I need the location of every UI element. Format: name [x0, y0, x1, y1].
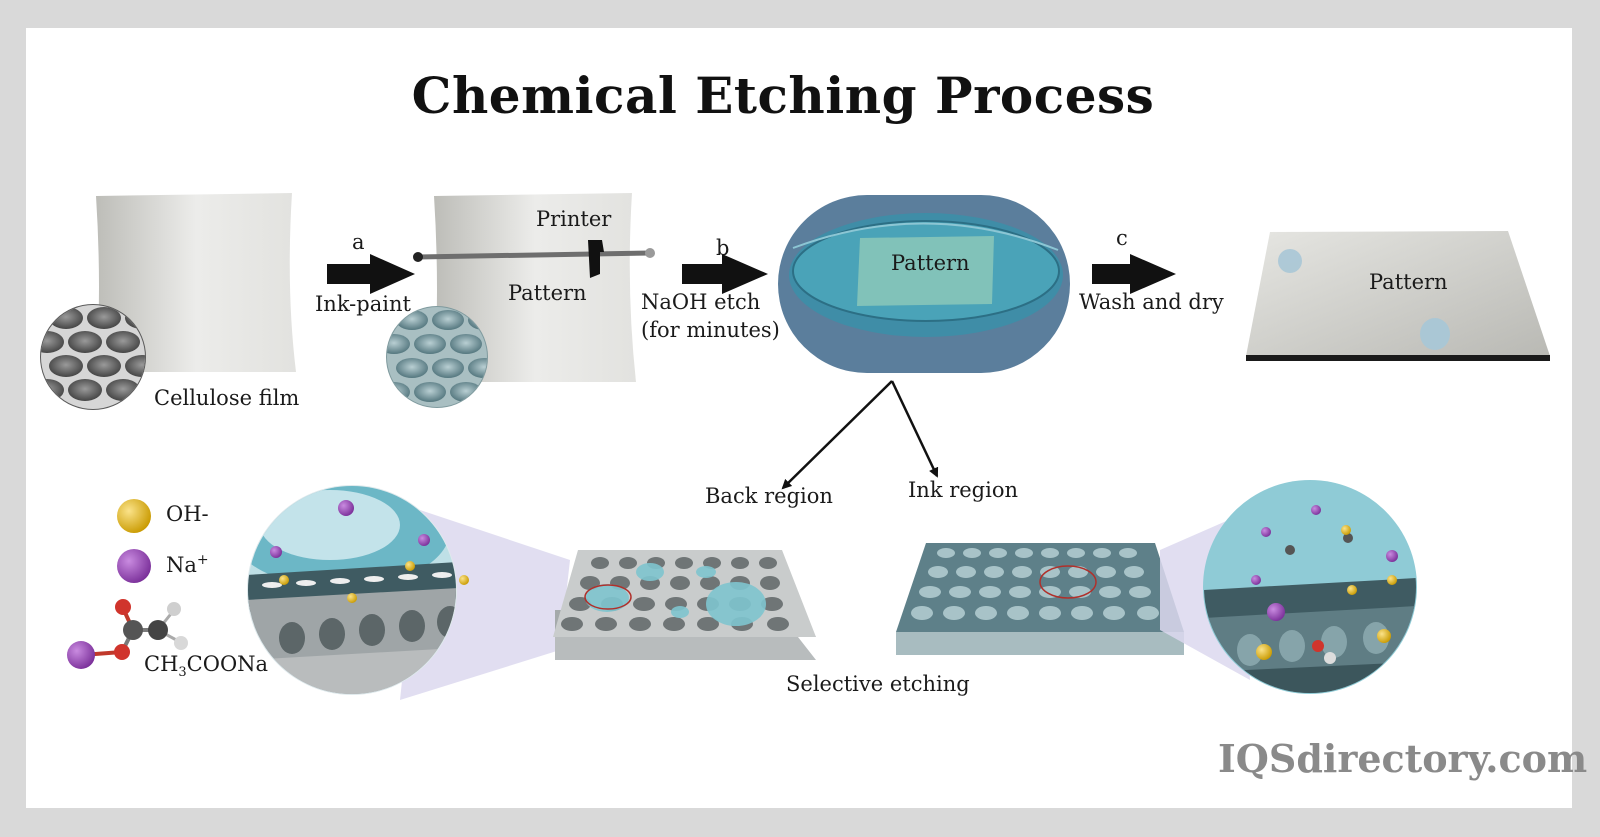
- printer-label: Printer: [536, 207, 612, 231]
- wash-dry-label: Wash and dry: [1079, 290, 1224, 314]
- step-c-letter: c: [1116, 226, 1128, 250]
- back-region-label: Back region: [705, 484, 833, 508]
- step-b-arrow: [682, 254, 768, 294]
- back-region-sample: [553, 550, 816, 660]
- oh-ion-icon: [117, 499, 151, 533]
- printer-head-icon: [588, 240, 604, 278]
- legend-na-charge: +: [196, 552, 209, 568]
- legend-acetate-ch: CH: [144, 652, 179, 676]
- legend-na-label: Na+: [166, 552, 209, 577]
- legend-na-text: Na: [166, 553, 197, 577]
- legend-oh-label: OH-: [166, 502, 209, 526]
- duration-label: (for minutes): [641, 318, 780, 342]
- dish-pattern-label: Pattern: [891, 251, 970, 275]
- final-patterned-film: [1246, 231, 1550, 361]
- cellulose-porous-zoom-icon: [40, 304, 146, 410]
- diagram-title: Chemical Etching Process: [411, 66, 1155, 125]
- step-c-arrow: [1092, 254, 1176, 294]
- step-a-letter: a: [352, 230, 365, 254]
- printed-film-sheet: [434, 193, 636, 382]
- cellulose-film-label: Cellulose film: [154, 386, 300, 410]
- branch-arrows: [781, 380, 939, 490]
- watermark-logo: IQSdirectory.com: [1218, 736, 1588, 781]
- printed-pattern-label: Pattern: [508, 281, 587, 305]
- ink-region-sample: [896, 543, 1184, 655]
- cellulose-film-sheet: [96, 193, 296, 372]
- step-b-letter: b: [716, 236, 730, 260]
- legend-acetate-label: CH3COONa: [144, 652, 268, 680]
- final-pattern-label: Pattern: [1369, 270, 1448, 294]
- ink-region-label: Ink region: [908, 478, 1019, 502]
- right-zoom-circle: [1203, 480, 1417, 694]
- step-a-arrow: [327, 254, 415, 294]
- selective-etching-label: Selective etching: [786, 672, 970, 696]
- dish-pattern-patch: [857, 236, 994, 306]
- ink-paint-label: Ink-paint: [315, 292, 411, 316]
- naoh-etch-label: NaOH etch: [641, 290, 761, 314]
- sodium-acetate-molecule-icon: [67, 599, 188, 669]
- printed-porous-zoom-icon: [386, 306, 488, 408]
- etching-dish: [778, 195, 1070, 373]
- na-ion-icon: [117, 549, 151, 583]
- legend-acetate-sub: 3: [178, 665, 187, 681]
- printer-rail: [413, 248, 655, 262]
- legend-acetate-coona: COONa: [186, 652, 269, 676]
